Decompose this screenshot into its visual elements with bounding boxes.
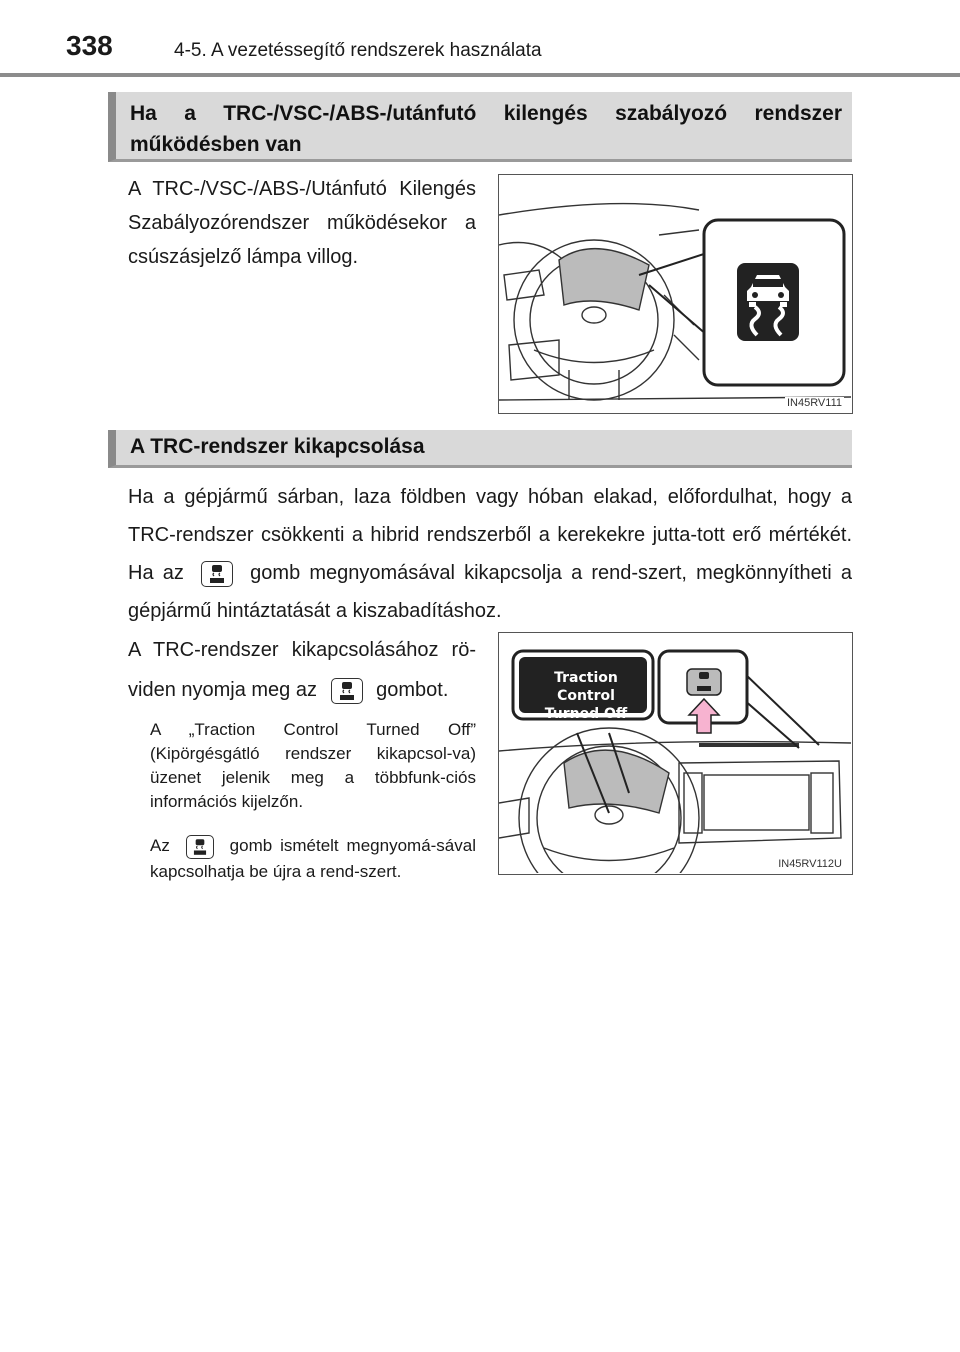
paragraph-text: Ha a gépjármű sárban, laza földben vagy …	[128, 486, 852, 584]
figure-code: IN45RV112U	[776, 858, 844, 870]
trc-off-button-icon	[330, 677, 363, 704]
callout-line-2: Turned Off	[544, 706, 628, 722]
instruction-text: A TRC-rendszer kikapcsolásához rö-viden …	[128, 639, 476, 701]
section-heading-text: A TRC-rendszer kikapcsolása	[130, 435, 425, 458]
callout-line-1: Traction Control	[554, 670, 618, 704]
page-number: 338	[66, 30, 113, 61]
chapter-title: 4-5. A vezetéssegítő rendszerek használa…	[174, 40, 542, 61]
section-heading-trc-off: A TRC-rendszer kikapcsolása	[108, 430, 852, 468]
trc-off-button-icon	[185, 834, 214, 859]
slip-indicator-icon	[737, 263, 799, 341]
trc-off-instruction: A TRC-rendszer kikapcsolásához rö-viden …	[128, 630, 476, 710]
trc-off-button-icon	[686, 668, 722, 696]
note-text: gomb ismételt megnyomá-sával kapcsolhatj…	[150, 836, 476, 881]
section-heading-trc-vsc-abs: Ha a TRC-/VSC-/ABS-/utánfutó kilengés sz…	[108, 92, 852, 162]
trc-off-figure: Traction Control Turned Off IN45RV112U	[498, 632, 853, 875]
paragraph-text: gomb megnyomásával kikapcsolja a rend-sz…	[128, 562, 852, 622]
pink-arrow-icon	[687, 697, 721, 734]
dashboard-illustration	[499, 649, 852, 874]
instruction-text: gombot.	[376, 679, 449, 701]
dashboard-illustration	[499, 202, 852, 401]
note-text: Az	[150, 836, 170, 855]
figure-code: IN45RV111	[784, 397, 844, 409]
section-heading-text: Ha a TRC-/VSC-/ABS-/utánfutó kilengés sz…	[130, 102, 842, 156]
header-rule	[0, 73, 960, 77]
trc-off-button-icon	[201, 560, 233, 587]
trc-off-paragraph: Ha a gépjármű sárban, laza földben vagy …	[128, 478, 852, 630]
traction-control-callout: Traction Control Turned Off	[527, 669, 645, 723]
slip-indicator-paragraph: A TRC-/VSC-/ABS-/Utánfutó Kilengés Szabá…	[128, 178, 476, 268]
slip-indicator-figure: IN45RV111	[498, 174, 853, 414]
traction-off-note: A „Traction Control Turned Off” (Kipörgé…	[150, 720, 476, 811]
trc-on-note: Az gomb ismételt megnyomá-sával kapcsolh…	[150, 833, 476, 885]
